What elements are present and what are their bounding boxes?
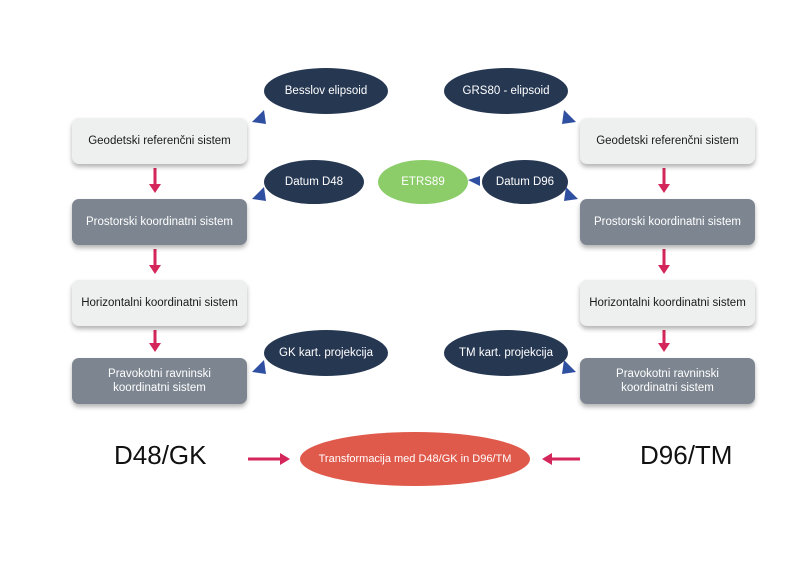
left-plane-coordinate-box: Pravokotni ravninski koordinatni sistem [72,358,247,404]
left-arrow-2 [149,249,161,274]
right-arrow-2 [658,249,670,274]
etrs-pointer [468,176,480,186]
datum-d96-ellipse: Datum D96 [482,160,568,204]
left-horizontal-coordinate-box: Horizontalni koordinatni sistem [72,280,247,326]
right-arrow-3 [658,330,670,352]
right-arrow-1 [658,168,670,193]
left-pointer-1 [252,110,266,124]
right-horizontal-coordinate-box: Horizontalni koordinatni sistem [580,280,755,326]
left-pointer-2 [252,187,266,201]
bessel-ellipsoid-ellipse: Besslov elipsoid [264,68,388,114]
right-pointer-2 [564,187,578,201]
right-pointer-3 [562,360,576,374]
etrs89-ellipse: ETRS89 [378,160,468,204]
right-to-transformation-arrow [542,453,580,465]
datum-d48-ellipse: Datum D48 [264,160,364,204]
left-to-transformation-arrow [248,453,290,465]
left-spatial-coordinate-box: Prostorski koordinatni sistem [72,199,247,245]
right-plane-coordinate-box: Pravokotni ravninski koordinatni sistem [580,358,755,404]
left-geodetic-reference-box: Geodetski referenčni sistem [72,118,247,164]
left-arrow-1 [149,168,161,193]
right-geodetic-reference-box: Geodetski referenčni sistem [580,118,755,164]
grs80-ellipsoid-ellipse: GRS80 - elipsoid [444,68,568,114]
transformation-ellipse: Transformacija med D48/GK in D96/TM [300,432,530,486]
gk-projection-ellipse: GK kart. projekcija [264,330,388,376]
left-pointer-3 [252,360,266,374]
left-arrow-3 [149,330,161,352]
right-spatial-coordinate-box: Prostorski koordinatni sistem [580,199,755,245]
tm-projection-ellipse: TM kart. projekcija [444,330,568,376]
right-system-label: D96/TM [640,440,733,470]
right-pointer-1 [562,110,576,124]
left-system-label: D48/GK [114,440,207,470]
